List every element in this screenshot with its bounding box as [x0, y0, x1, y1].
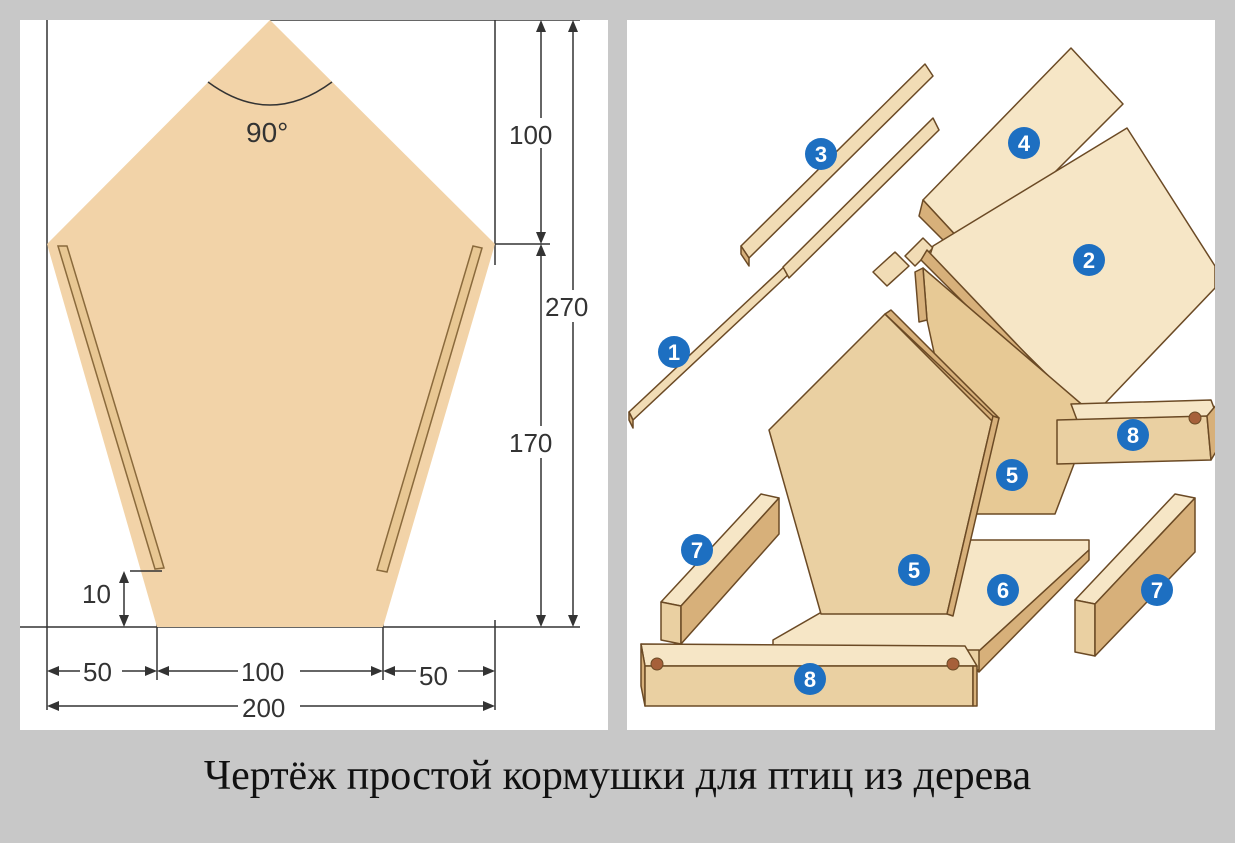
arrow-head: [536, 615, 546, 627]
pentagon-drawing: 90° 100 170 270 10 50 100: [20, 20, 604, 723]
svg-text:7: 7: [1151, 578, 1163, 603]
dim-label-bg: [542, 290, 604, 322]
arrow-head: [119, 615, 129, 627]
left-groove: [56, 245, 165, 570]
dim-label-bg: [416, 660, 458, 688]
dim-label-bg: [238, 656, 300, 684]
roof-strip-part-3: [740, 63, 940, 279]
arrow-head: [47, 701, 59, 711]
arrow-head: [157, 666, 169, 676]
right-groove: [376, 245, 483, 573]
arrow-head: [483, 701, 495, 711]
svg-text:1: 1: [668, 340, 680, 365]
groove-offset-label: 10: [82, 579, 111, 609]
total-height-label: 270: [545, 292, 588, 322]
badge-part-6: 6: [987, 574, 1019, 606]
svg-text:5: 5: [1006, 463, 1018, 488]
pentagon-panel: [47, 20, 495, 627]
total-width-label: 200: [242, 693, 285, 723]
left-side-rail-part-7: [660, 493, 780, 645]
badge-part-3: 3: [805, 138, 837, 170]
front-gable-part-5: [768, 309, 1000, 617]
svg-text:5: 5: [908, 558, 920, 583]
base-width-label: 100: [241, 657, 284, 687]
arrow-head: [145, 666, 157, 676]
assembly-view-panel: 1 2 3 4 5 5 6 7: [627, 20, 1215, 730]
svg-text:2: 2: [1083, 248, 1095, 273]
badge-part-8-rear: 8: [1117, 419, 1149, 451]
arrow-head: [371, 666, 383, 676]
arrow-head: [483, 666, 495, 676]
badge-part-1: 1: [658, 336, 690, 368]
caption: Чертёж простой кормушки для птиц из дере…: [203, 753, 1032, 799]
badge-part-2: 2: [1073, 244, 1105, 276]
arrow-head: [536, 20, 546, 32]
svg-text:4: 4: [1018, 131, 1031, 156]
right-margin-label: 50: [419, 661, 448, 691]
arrow-head: [536, 232, 546, 244]
dim-label-bg: [80, 656, 122, 684]
arrow-head: [536, 244, 546, 256]
arrow-head: [568, 20, 578, 32]
roof-strip-part-1: [628, 263, 792, 429]
technical-drawing-panel: 90° 100 170 270 10 50 100: [20, 20, 608, 730]
arrow-head: [47, 666, 59, 676]
exploded-assembly-view: 1 2 3 4 5 5 6 7: [628, 47, 1215, 707]
badge-part-5-front: 5: [898, 554, 930, 586]
badge-part-8-front: 8: [794, 663, 826, 695]
svg-text:8: 8: [1127, 423, 1139, 448]
wall-height-label: 170: [509, 428, 552, 458]
badge-part-7-left: 7: [681, 534, 713, 566]
dim-label-bg: [506, 118, 566, 148]
svg-text:3: 3: [815, 142, 827, 167]
svg-text:6: 6: [997, 578, 1009, 603]
angle-arc: [207, 81, 333, 106]
arrow-head: [568, 615, 578, 627]
left-margin-label: 50: [83, 657, 112, 687]
badge-part-4: 4: [1008, 127, 1040, 159]
arrow-head: [119, 571, 129, 583]
angle-label: 90°: [246, 117, 288, 148]
badge-part-5-rear: 5: [996, 459, 1028, 491]
svg-text:8: 8: [804, 667, 816, 692]
dim-label-bg: [506, 426, 566, 458]
dim-label-bg: [238, 692, 300, 722]
arrow-head: [383, 666, 395, 676]
svg-text:7: 7: [691, 538, 703, 563]
right-side-rail-part-7: [1074, 493, 1196, 657]
badge-part-7-right: 7: [1141, 574, 1173, 606]
roof-height-label: 100: [509, 120, 552, 150]
